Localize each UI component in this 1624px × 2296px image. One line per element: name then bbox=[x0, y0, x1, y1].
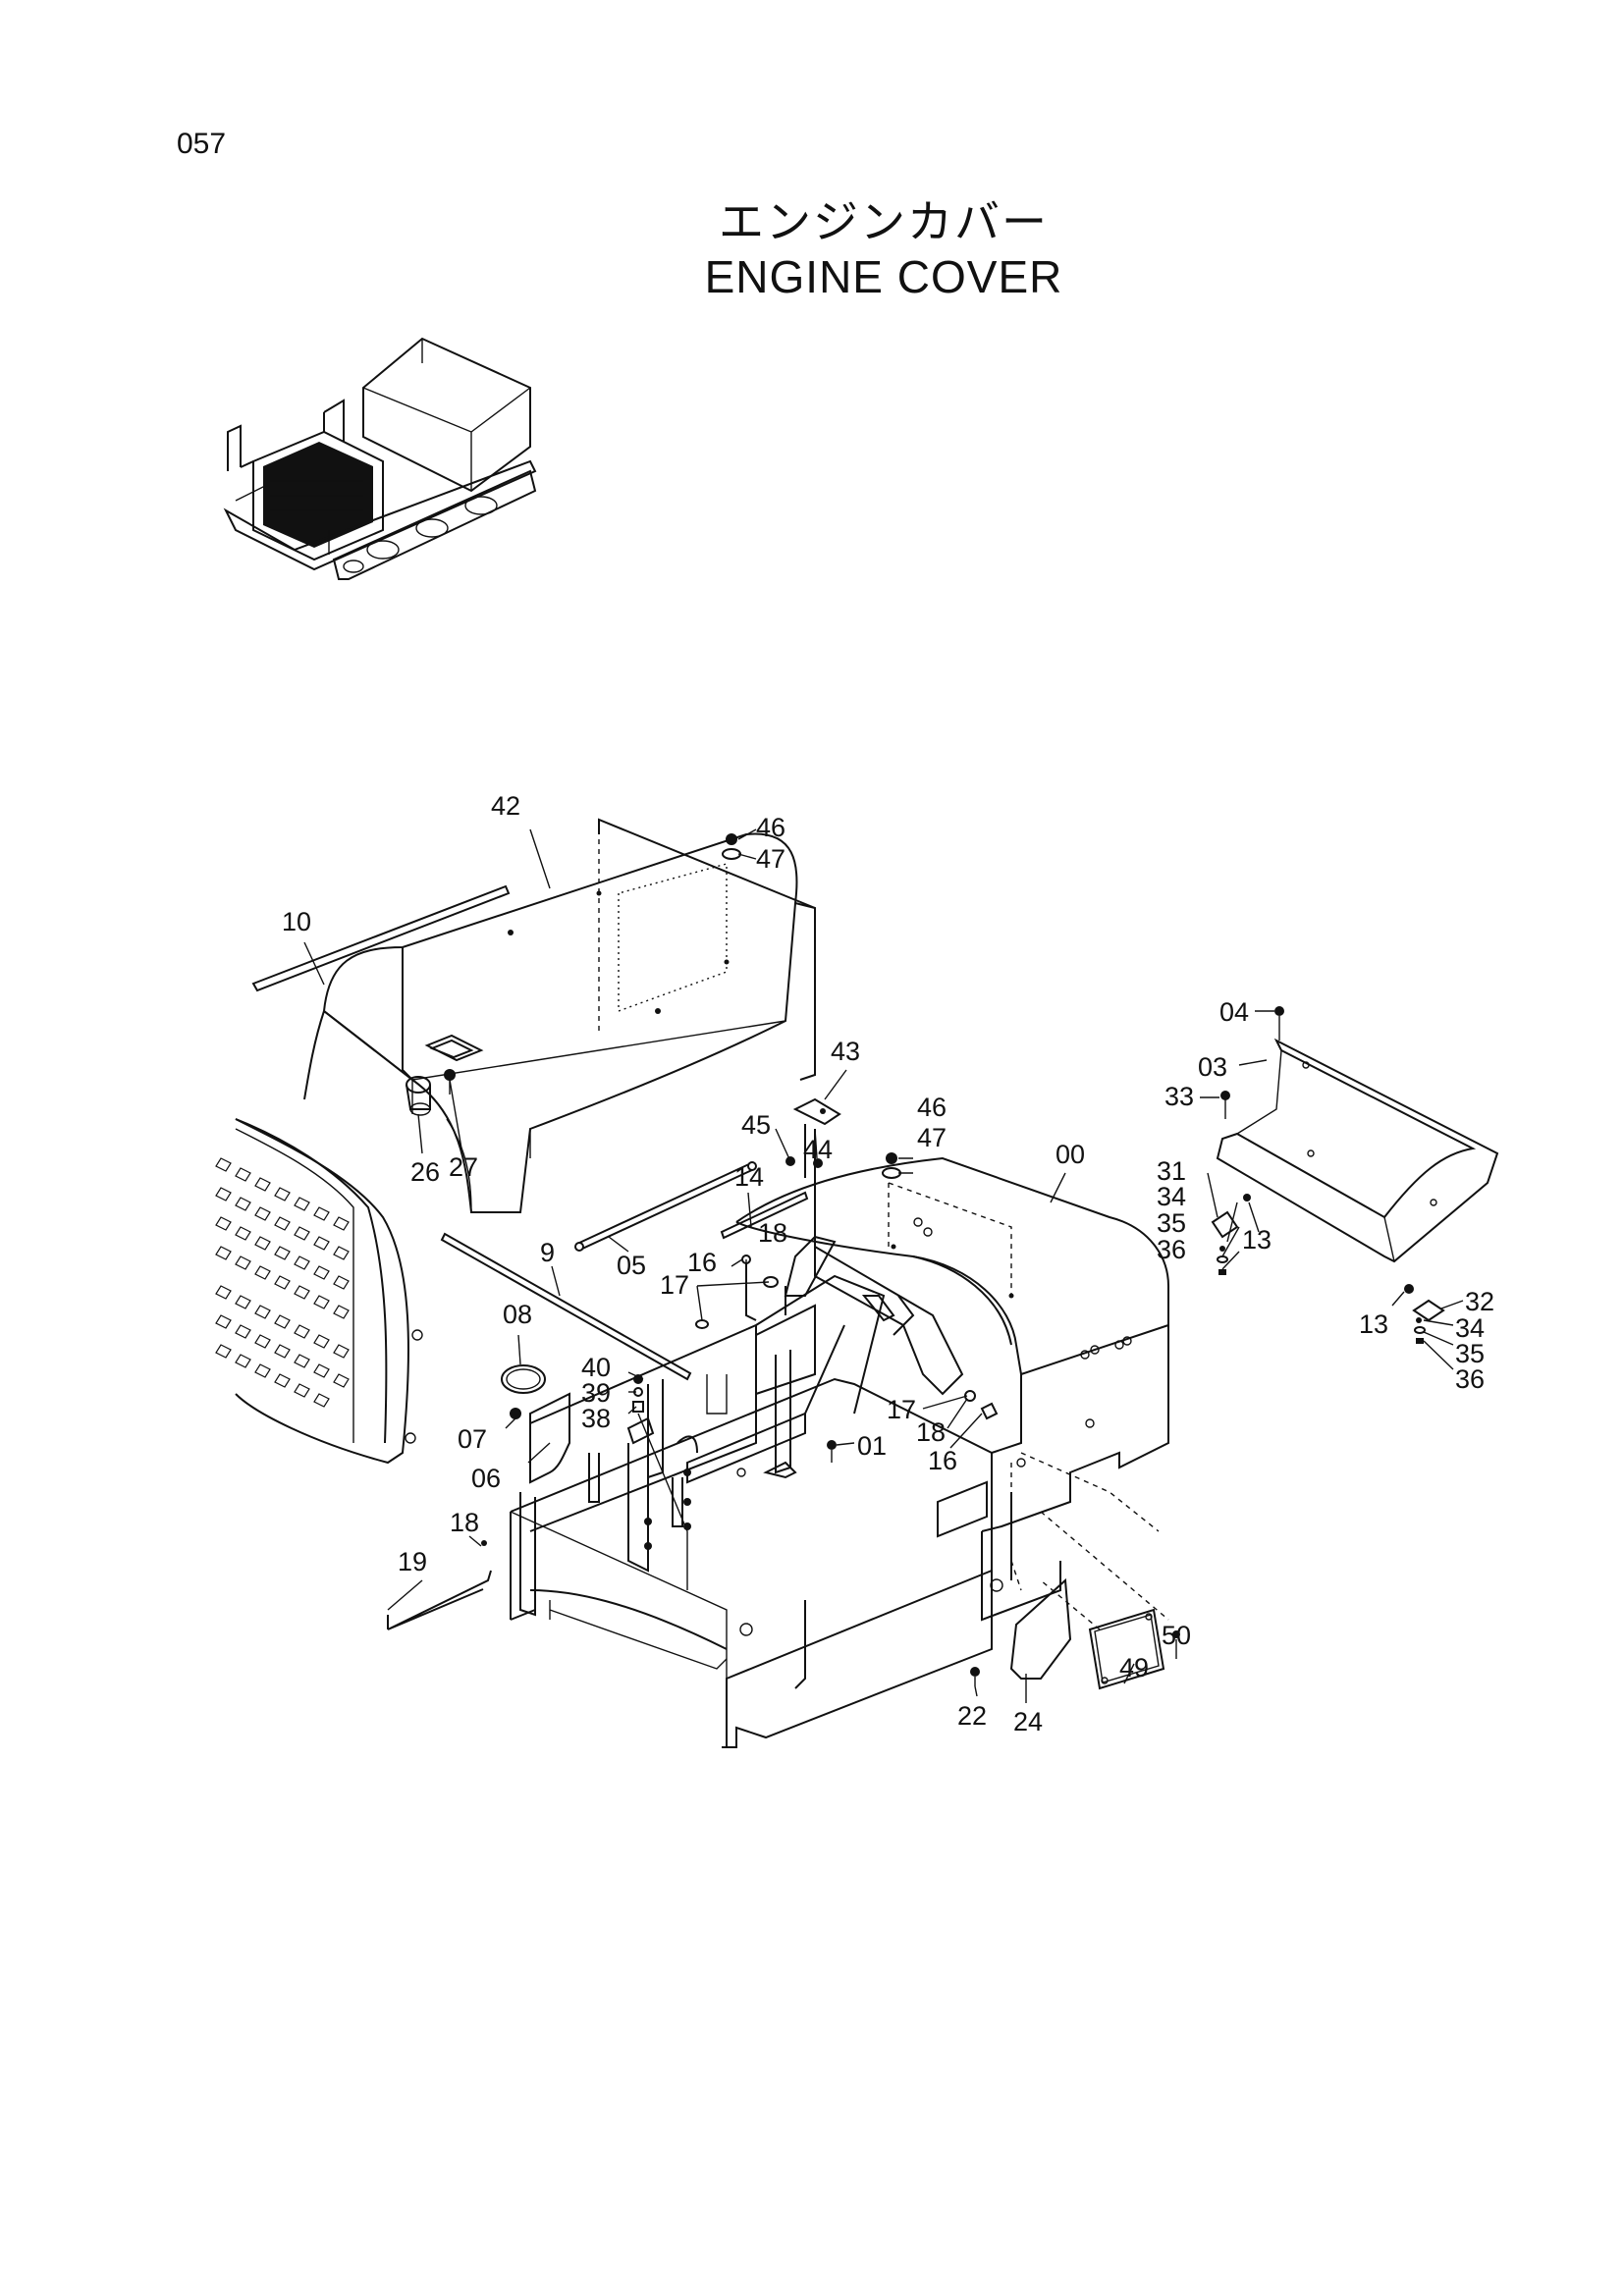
callout-39: 39 bbox=[581, 1378, 611, 1408]
hardware-stacks-31-36 bbox=[1211, 1194, 1445, 1344]
callout-14: 14 bbox=[734, 1162, 764, 1192]
callout-36-upper: 36 bbox=[1157, 1235, 1186, 1264]
callout-35-upper: 35 bbox=[1157, 1208, 1186, 1238]
callout-43: 43 bbox=[831, 1037, 860, 1066]
callout-44: 44 bbox=[803, 1135, 833, 1164]
callout-50: 50 bbox=[1162, 1621, 1191, 1650]
callout-labels: 42 46 47 10 43 45 44 46 47 26 27 14 18 1… bbox=[282, 791, 1494, 1736]
callout-33: 33 bbox=[1164, 1082, 1194, 1111]
callout-13-lower: 13 bbox=[1359, 1309, 1388, 1339]
callout-24: 24 bbox=[1013, 1707, 1043, 1736]
callout-00: 00 bbox=[1056, 1140, 1085, 1169]
callout-10: 10 bbox=[282, 907, 311, 936]
callout-18-mid: 18 bbox=[758, 1218, 787, 1248]
callout-05: 05 bbox=[617, 1251, 646, 1280]
callout-36-lower: 36 bbox=[1455, 1364, 1485, 1394]
page-number: 057 bbox=[177, 128, 227, 160]
panels-24-49 bbox=[970, 1511, 1180, 1690]
callout-19: 19 bbox=[398, 1547, 427, 1576]
bars-05-14-9 bbox=[440, 1161, 809, 1381]
grille-panel bbox=[215, 1118, 423, 1465]
callout-49: 49 bbox=[1119, 1653, 1149, 1682]
rod-19 bbox=[387, 1540, 492, 1630]
leader-lines bbox=[303, 828, 1464, 1703]
callout-17-mid: 17 bbox=[660, 1270, 689, 1300]
part-08-06-07 bbox=[501, 1364, 655, 1484]
callout-07: 07 bbox=[458, 1424, 487, 1454]
machine-thumbnail bbox=[223, 337, 537, 580]
title-japanese: エンジンカバー bbox=[719, 195, 1049, 248]
callout-42: 42 bbox=[491, 791, 520, 821]
callout-18-right: 18 bbox=[916, 1417, 946, 1447]
callout-16-mid: 16 bbox=[687, 1248, 717, 1277]
callout-22: 22 bbox=[957, 1701, 987, 1731]
callout-18-left: 18 bbox=[450, 1508, 479, 1537]
callout-34-upper: 34 bbox=[1157, 1182, 1186, 1211]
part-26-27 bbox=[406, 1069, 456, 1116]
callout-32: 32 bbox=[1465, 1287, 1494, 1316]
callout-46-mid: 46 bbox=[917, 1093, 947, 1122]
support-frame bbox=[529, 1235, 964, 1573]
callout-38: 38 bbox=[581, 1404, 611, 1433]
callout-27: 27 bbox=[449, 1152, 478, 1182]
callout-45: 45 bbox=[741, 1110, 771, 1140]
callout-17-right: 17 bbox=[887, 1395, 916, 1424]
callout-08: 08 bbox=[503, 1300, 532, 1329]
callout-03: 03 bbox=[1198, 1052, 1227, 1082]
callout-06: 06 bbox=[471, 1464, 501, 1493]
callout-16-right: 16 bbox=[928, 1446, 957, 1475]
callout-26: 26 bbox=[410, 1157, 440, 1187]
callout-47-top: 47 bbox=[756, 844, 785, 874]
callout-31: 31 bbox=[1157, 1156, 1186, 1186]
callout-01: 01 bbox=[857, 1431, 887, 1461]
seal-strip-10 bbox=[251, 884, 511, 992]
callout-9: 9 bbox=[540, 1238, 555, 1267]
callout-04: 04 bbox=[1219, 997, 1249, 1027]
callout-40: 40 bbox=[581, 1353, 611, 1382]
callout-46-top: 46 bbox=[756, 813, 785, 842]
callout-35-lower: 35 bbox=[1455, 1339, 1485, 1368]
hinge-43-44-45 bbox=[785, 1097, 841, 1276]
engine-hood-42 bbox=[303, 818, 816, 1213]
callout-47-mid: 47 bbox=[917, 1123, 947, 1152]
engine-cover-00 bbox=[510, 1156, 1169, 1748]
callout-13-upper: 13 bbox=[1242, 1225, 1272, 1255]
title-english: ENGINE COVER bbox=[704, 251, 1063, 302]
side-cover-03 bbox=[1216, 1006, 1499, 1263]
callout-34-lower: 34 bbox=[1455, 1313, 1485, 1343]
bolt-01 bbox=[827, 1440, 837, 1463]
